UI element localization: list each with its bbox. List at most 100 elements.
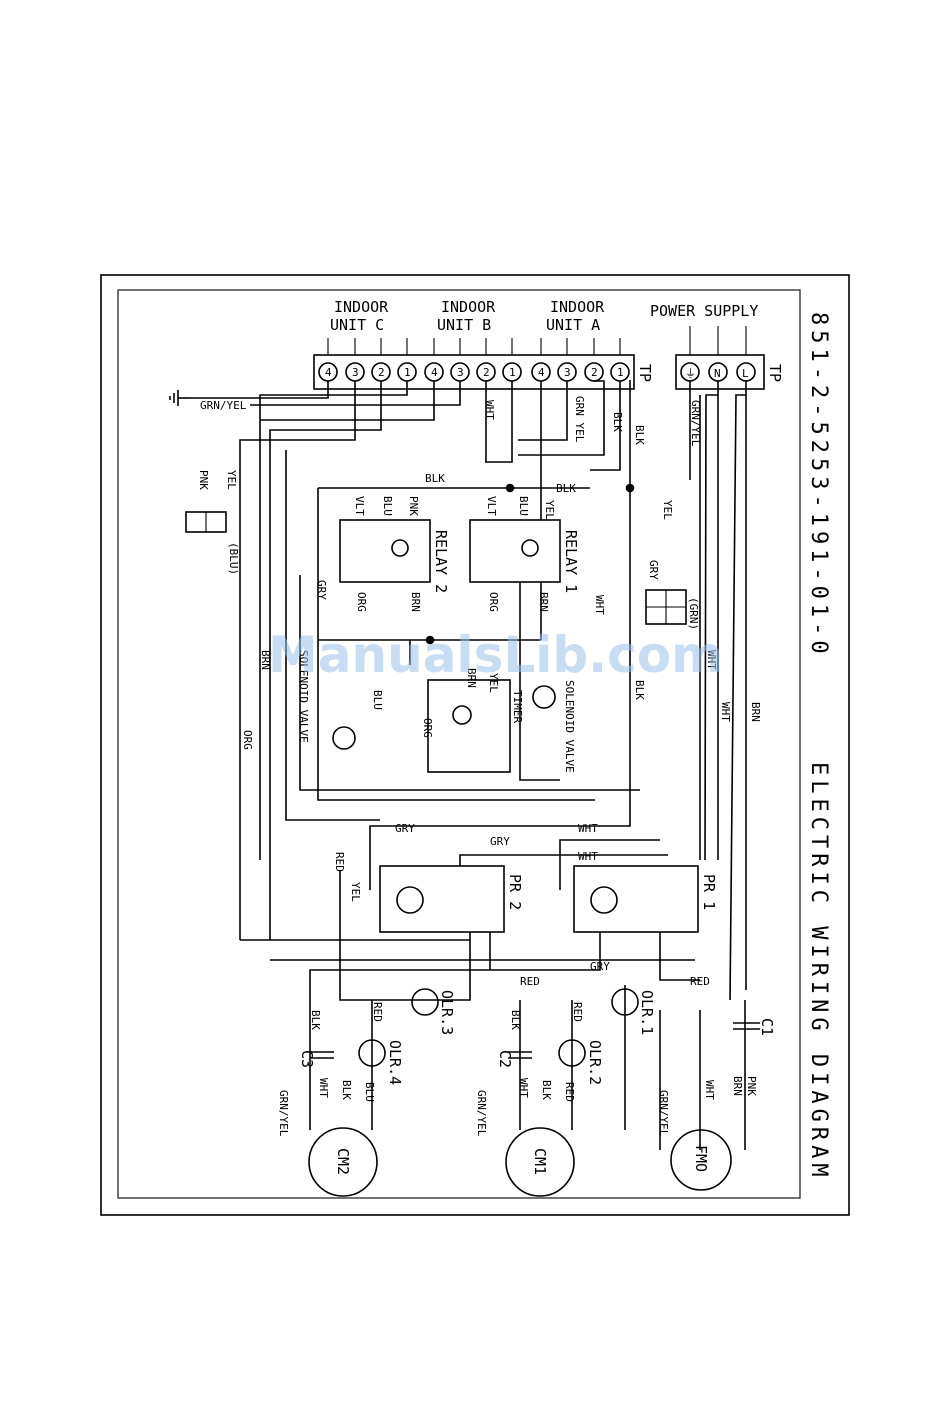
wire-grn-yel: GRN/YEL xyxy=(200,399,247,412)
wire-red-4: RED xyxy=(371,1002,384,1022)
unit-c-heading-1: INDOOR xyxy=(334,298,389,316)
fan-motor-fmo-icon xyxy=(670,1129,732,1191)
wire-blk-5: BLK xyxy=(633,680,646,700)
wire-yel-4: YEL xyxy=(487,673,500,693)
olr-1-icon xyxy=(611,988,639,1016)
wire-wht-9: WHT xyxy=(317,1078,330,1098)
wire-blk-2: BLK xyxy=(556,482,576,495)
wire-blu-2: BLU xyxy=(381,496,394,516)
a-pin-4: 4 xyxy=(538,366,545,379)
pr-1 xyxy=(573,865,699,933)
wire-red-2: RED xyxy=(520,975,540,988)
pr-2 xyxy=(379,865,505,933)
wire-brn-1: BRN xyxy=(749,702,762,722)
olr-1-label: OLR.1 xyxy=(638,990,656,1035)
pr-2-label: PR 2 xyxy=(506,874,524,910)
wire-gry-3: GRY xyxy=(395,822,415,835)
capacitor-c1-icon xyxy=(733,1022,760,1030)
wire-blk-3: BLK xyxy=(633,425,646,445)
pin-ground: ⏚ xyxy=(685,367,696,380)
indoor-terminal-block xyxy=(313,354,635,390)
olr-4-label: OLR.4 xyxy=(386,1040,404,1085)
wire-brn-5: BRN xyxy=(465,668,478,688)
wire-yel-3: YEL xyxy=(225,470,238,490)
wire-blk-6: BLK xyxy=(309,1010,322,1030)
wire-blu-3: BLU xyxy=(371,690,384,710)
relay-2 xyxy=(339,519,431,583)
timer xyxy=(427,679,511,773)
wire-pnk-1: PNK xyxy=(407,496,420,516)
olr-3-label: OLR.3 xyxy=(438,990,456,1035)
olr-2-label: OLR.2 xyxy=(586,1040,604,1085)
wire-grn-yel-5: GRN/YEL xyxy=(475,1090,488,1137)
unit-a-heading-2: UNIT A xyxy=(546,316,600,334)
tp-label-power: TP xyxy=(766,364,784,382)
wire-org-4: ORG xyxy=(421,718,434,738)
compressor-cm2-icon xyxy=(308,1127,378,1197)
wire-gry-2: GRY xyxy=(315,580,328,600)
watermark: ManualsLib.com xyxy=(268,626,723,684)
tp-label-indoor: TP xyxy=(636,364,654,382)
heading-leader-lines xyxy=(327,326,747,355)
ground-icon xyxy=(169,390,691,480)
c-pin-1: 1 xyxy=(404,366,411,379)
pr-1-label: PR 1 xyxy=(700,874,718,910)
wire-brn-3: BRN xyxy=(409,592,422,612)
solenoid-valve-b-icon xyxy=(332,726,356,750)
pr-2-coil-icon xyxy=(396,886,424,914)
wire-gry-5: GRY xyxy=(590,960,610,973)
inner-frame xyxy=(117,289,801,1199)
wire-yel-2: YEL xyxy=(543,500,556,520)
a-pin-3: 3 xyxy=(564,366,571,379)
wire-blk-4: BLK xyxy=(611,412,624,432)
wire-vlt-2: VLT xyxy=(353,496,366,516)
blu-connector-label: (BLU) xyxy=(227,542,240,575)
c-pin-4: 4 xyxy=(325,366,332,379)
c1-label: C1 xyxy=(758,1018,776,1036)
wire-red-5: RED xyxy=(571,1002,584,1022)
b-pin-2: 2 xyxy=(483,366,490,379)
olr-4-icon xyxy=(358,1039,386,1067)
wire-grn-yel-4: GRN/YEL xyxy=(657,1090,670,1137)
diagram-title: ELECTRIC WIRING DIAGRAM xyxy=(806,762,831,1182)
olr-3-icon xyxy=(411,988,439,1016)
wire-wht-1: WHT xyxy=(483,400,496,420)
grn-connector-label: (GRN) xyxy=(687,597,700,630)
wire-blk-8: BLK xyxy=(540,1080,553,1100)
wire-yel-1: YEL xyxy=(661,500,674,520)
part-number: 851-2-5253-191-01-0 xyxy=(806,312,831,659)
power-supply-heading: POWER SUPPLY xyxy=(650,302,758,320)
wire-org-3: ORG xyxy=(241,730,254,750)
pin-n: N xyxy=(714,367,721,380)
wire-blk-1: BLK xyxy=(425,472,445,485)
b-pin-1: 1 xyxy=(509,366,516,379)
wire-pnk-2: PNK xyxy=(197,470,210,490)
relay-1-coil-icon xyxy=(521,539,539,557)
wire-wht-4: WHT xyxy=(719,702,732,722)
relay-2-coil-icon xyxy=(391,539,409,557)
timer-label: TIMER xyxy=(511,690,524,723)
wire-brn-4: BRN xyxy=(259,650,272,670)
unit-a-heading-1: INDOOR xyxy=(550,298,605,316)
wire-wht-6: WHT xyxy=(578,850,598,863)
wire-red-6: RED xyxy=(563,1082,576,1102)
wire-grn-yel-2: GRN/YEL xyxy=(689,400,702,447)
pr-1-coil-icon xyxy=(590,886,618,914)
solenoid-valve-b-label: SOLENOID VALVE xyxy=(297,650,310,743)
wire-wht-3: WHT xyxy=(705,650,718,670)
capacitor-c3-icon xyxy=(310,1051,334,1059)
c2-label: C2 xyxy=(496,1050,514,1068)
wire-gry-1: GRY xyxy=(647,560,660,580)
fmo-label: FMO xyxy=(692,1145,710,1172)
wire-org-2: ORG xyxy=(355,592,368,612)
relay-2-label: RELAY 2 xyxy=(432,530,450,593)
outer-frame xyxy=(100,274,850,1216)
wire-wht-2: WHT xyxy=(593,595,606,615)
solenoid-valve-a-icon xyxy=(532,685,556,709)
timer-motor-icon xyxy=(452,705,472,725)
wire-wht-8: WHT xyxy=(517,1078,530,1098)
a-pin-2: 2 xyxy=(591,366,598,379)
wire-grn-yel-6: GRN/YEL xyxy=(277,1090,290,1137)
wire-wht-7: WHT xyxy=(703,1080,716,1100)
